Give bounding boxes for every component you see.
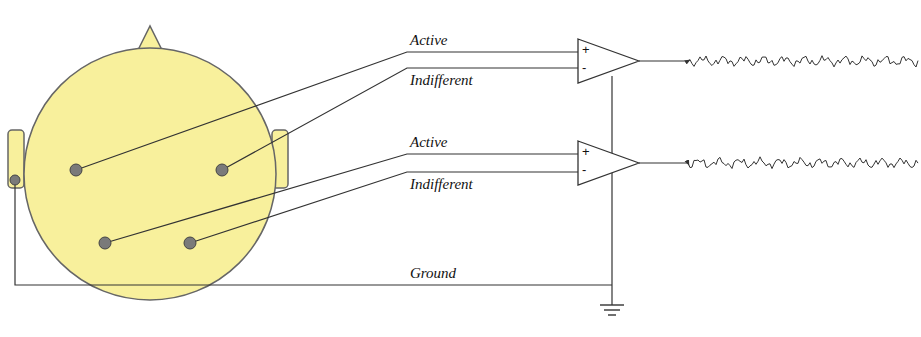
head-outline	[24, 48, 276, 300]
plus-input: +	[582, 43, 590, 56]
nose	[138, 26, 162, 50]
differential-amplifier: +-	[577, 38, 640, 84]
wire-label: Indifferent	[410, 177, 473, 192]
left-ear	[8, 130, 24, 188]
electrodes	[10, 164, 228, 249]
wire-label: Active	[410, 135, 447, 150]
minus-input: -	[582, 61, 586, 74]
minus-input: -	[582, 163, 586, 176]
plus-input: +	[582, 145, 590, 158]
eeg-signal-trace	[688, 157, 918, 169]
ground-symbol	[600, 305, 624, 315]
electrode-wires	[15, 52, 688, 305]
wire-label: Indifferent	[410, 73, 473, 88]
eeg-signal-trace	[688, 56, 918, 67]
wire-label: Ground	[410, 266, 456, 281]
differential-amplifier: +-	[577, 140, 640, 186]
wire-label: Active	[410, 33, 447, 48]
